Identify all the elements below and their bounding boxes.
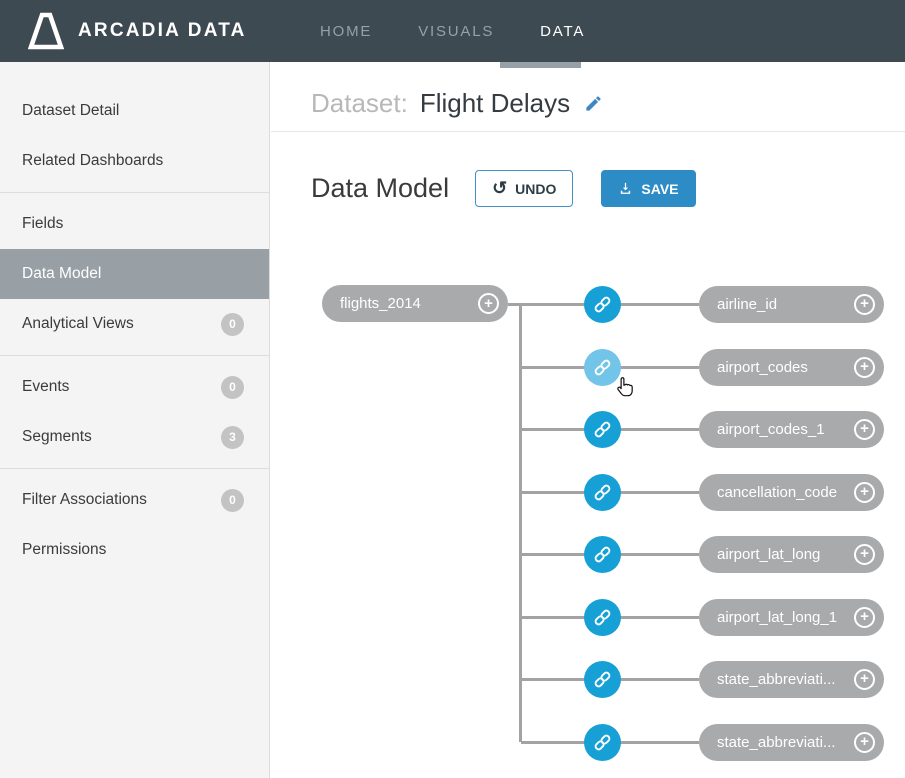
join-link-button[interactable]	[584, 723, 621, 761]
count-badge: 0	[221, 375, 244, 399]
count-badge: 0	[221, 488, 244, 512]
sidebar-item-label: Events	[22, 378, 70, 395]
sidebar-item-permissions[interactable]: Permissions	[0, 525, 269, 575]
sidebar-divider	[0, 468, 269, 469]
sidebar-item-label: Related Dashboards	[22, 152, 164, 169]
table-node-label: state_abbreviati...	[717, 733, 836, 751]
table-node-airport-lat-long[interactable]: airport_lat_long +	[699, 535, 884, 573]
add-field-icon[interactable]: +	[854, 293, 875, 315]
active-tab-indicator	[500, 62, 581, 68]
top-navbar: ARCADIA DATA HOME VISUALS DATA	[0, 0, 905, 62]
join-link-button[interactable]	[584, 598, 621, 636]
sidebar-divider	[0, 355, 269, 356]
sidebar-item-label: Filter Associations	[22, 491, 147, 508]
table-node-airline-id[interactable]: airline_id +	[699, 285, 884, 323]
join-link-button[interactable]	[584, 348, 621, 386]
dataset-title: Flight Delays	[419, 88, 571, 118]
sidebar-item-label: Permissions	[22, 541, 107, 558]
table-node-label: airport_codes	[717, 358, 808, 376]
sidebar-item-label: Segments	[22, 428, 92, 445]
add-field-icon[interactable]: +	[854, 731, 875, 753]
main-content: Dataset: Flight Delays Data Model ↺ UNDO	[271, 62, 905, 778]
sidebar-item-label: Analytical Views	[22, 315, 134, 332]
diagram-canvas: flights_2014 + airline_id + airport_codes +…	[271, 250, 905, 778]
table-node-label: airline_id	[717, 295, 778, 313]
table-node-label: airport_lat_long_1	[717, 608, 838, 626]
table-node-airport-codes-1[interactable]: airport_codes_1 +	[699, 410, 884, 448]
undo-icon: ↺	[492, 177, 508, 198]
table-node-airport-codes[interactable]: airport_codes +	[699, 348, 884, 386]
chain-link-icon	[592, 607, 613, 628]
count-badge: 0	[221, 312, 244, 336]
chain-link-icon	[592, 544, 613, 565]
chain-link-icon	[592, 482, 613, 503]
dataset-label: Dataset:	[311, 88, 408, 118]
sidebar-item-filter-associations[interactable]: Filter Associations 0	[0, 475, 269, 525]
sidebar-item-fields[interactable]: Fields	[0, 199, 269, 249]
add-field-icon[interactable]: +	[854, 356, 875, 378]
save-label: SAVE	[641, 180, 679, 197]
join-link-button[interactable]	[584, 660, 621, 698]
table-node-label: state_abbreviati...	[717, 670, 836, 688]
sidebar-item-label: Data Model	[22, 265, 102, 282]
connector-trunk-line	[519, 304, 522, 742]
add-field-icon[interactable]: +	[854, 543, 875, 565]
hand-cursor-icon	[613, 374, 639, 405]
table-node-state-abbreviati[interactable]: state_abbreviati... +	[699, 660, 884, 698]
table-node-label: airport_lat_long	[717, 545, 821, 563]
brand-name: ARCADIA DATA	[78, 20, 247, 41]
chain-link-icon	[592, 357, 613, 378]
save-button[interactable]: SAVE	[601, 170, 696, 207]
sidebar-item-data-model[interactable]: Data Model	[0, 249, 269, 299]
table-node-label: cancellation_code	[717, 483, 838, 501]
sidebar-divider	[0, 192, 269, 193]
pencil-icon	[584, 94, 603, 113]
edit-dataset-button[interactable]	[584, 94, 603, 113]
page-title: Data Model	[311, 173, 450, 203]
chain-link-icon	[592, 669, 613, 690]
sidebar-item-dataset-detail[interactable]: Dataset Detail	[0, 86, 269, 136]
table-node-root[interactable]: flights_2014 +	[322, 285, 508, 322]
nav-item-data[interactable]: DATA	[540, 22, 586, 40]
dataset-header: Dataset: Flight Delays	[271, 62, 905, 131]
join-link-button[interactable]	[584, 535, 621, 573]
navbar-items: HOME VISUALS DATA	[320, 0, 585, 62]
nav-item-visuals[interactable]: VISUALS	[418, 22, 495, 40]
table-node-state-abbreviati[interactable]: state_abbreviati... +	[699, 723, 884, 761]
add-field-icon[interactable]: +	[478, 293, 499, 314]
table-node-label: flights_2014	[340, 295, 421, 312]
add-field-icon[interactable]: +	[854, 481, 875, 503]
sidebar-item-analytical-views[interactable]: Analytical Views 0	[0, 299, 269, 349]
download-icon	[618, 181, 633, 196]
add-field-icon[interactable]: +	[854, 418, 875, 440]
add-field-icon[interactable]: +	[854, 668, 875, 690]
chain-link-icon	[592, 294, 613, 315]
table-node-cancellation-code[interactable]: cancellation_code +	[699, 473, 884, 511]
header-divider	[271, 131, 905, 132]
join-link-button[interactable]	[584, 473, 621, 511]
sidebar-item-segments[interactable]: Segments 3	[0, 412, 269, 462]
sidebar-item-related-dashboards[interactable]: Related Dashboards	[0, 136, 269, 186]
nav-item-home[interactable]: HOME	[320, 22, 373, 40]
sidebar-item-label: Dataset Detail	[22, 102, 120, 119]
undo-label: UNDO	[515, 180, 557, 197]
add-field-icon[interactable]: +	[854, 606, 875, 628]
brand-logo[interactable]: ARCADIA DATA	[28, 0, 247, 62]
count-badge: 3	[221, 425, 244, 449]
chain-link-icon	[592, 732, 613, 753]
join-link-button[interactable]	[584, 285, 621, 323]
data-model-toolbar: Data Model ↺ UNDO SAVE	[271, 132, 905, 207]
table-node-airport-lat-long-1[interactable]: airport_lat_long_1 +	[699, 598, 884, 636]
sidebar-item-events[interactable]: Events 0	[0, 362, 269, 412]
undo-button[interactable]: ↺ UNDO	[475, 170, 574, 207]
sidebar-item-label: Fields	[22, 215, 64, 232]
table-node-label: airport_codes_1	[717, 420, 825, 438]
arcadia-triangle-icon	[28, 11, 64, 51]
chain-link-icon	[592, 419, 613, 440]
join-link-button[interactable]	[584, 410, 621, 448]
